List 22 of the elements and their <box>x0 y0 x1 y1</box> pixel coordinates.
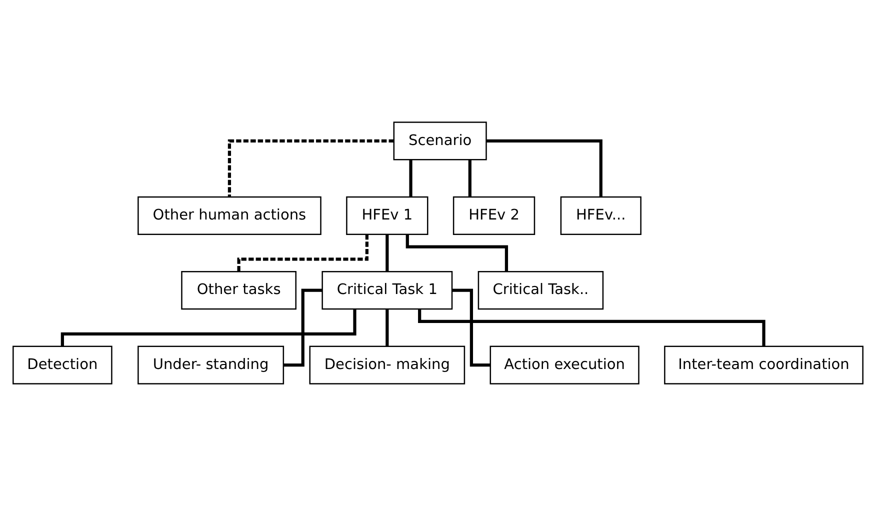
node-box: Scenario <box>392 122 486 160</box>
node-box: HFEv 2 <box>452 196 535 235</box>
connector <box>486 139 602 197</box>
node-box: Critical Task 1 <box>321 271 452 310</box>
node-box: Action execution <box>489 346 639 384</box>
node-box: Critical Task.. <box>477 271 604 310</box>
node-box: Other human actions <box>137 196 321 235</box>
connector <box>60 309 356 346</box>
node-box: HFEv... <box>560 196 641 235</box>
connector <box>227 139 394 197</box>
connector <box>408 160 412 197</box>
node-box: Other tasks <box>180 271 296 310</box>
node-box: Detection <box>12 346 112 384</box>
connector <box>468 160 471 197</box>
node-box: Decision- making <box>308 346 465 384</box>
node-box: HFEv 1 <box>346 196 428 235</box>
connector <box>385 234 388 272</box>
connector <box>385 309 388 346</box>
node-box: Under- standing <box>137 346 284 384</box>
node-box: Inter-team coordination <box>664 346 863 384</box>
connector <box>405 234 508 272</box>
connector <box>418 309 765 346</box>
